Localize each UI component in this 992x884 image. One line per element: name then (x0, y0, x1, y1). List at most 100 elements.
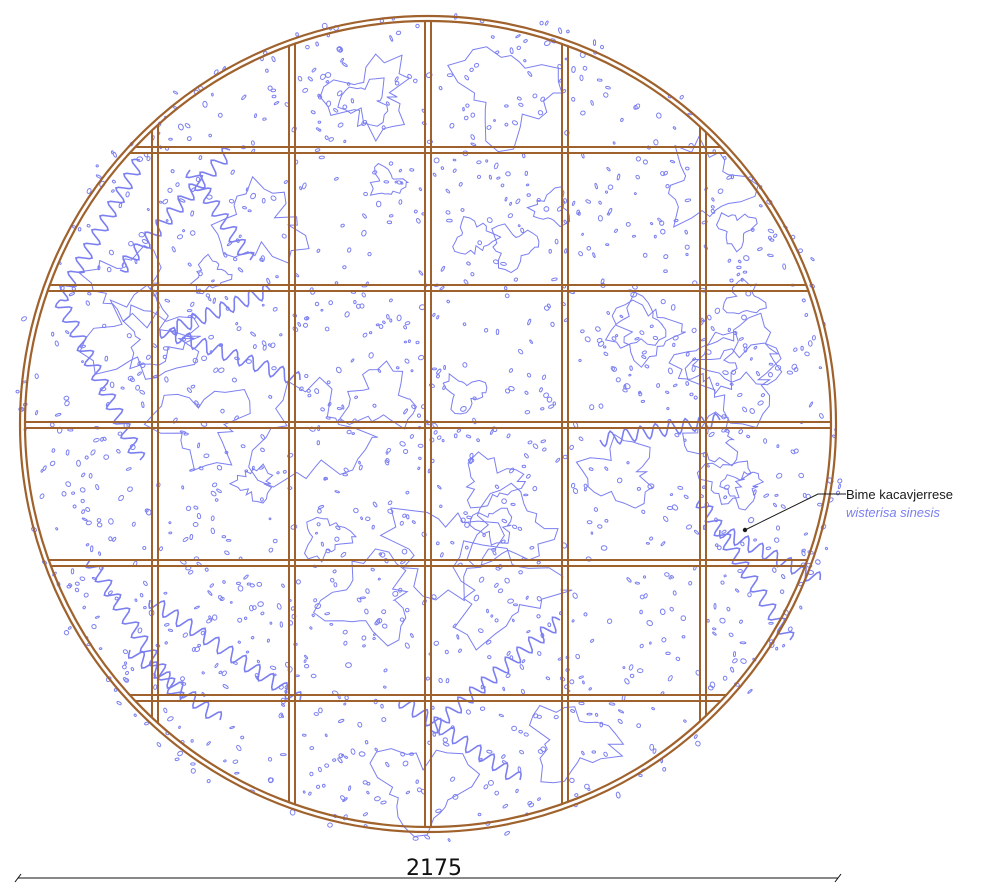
leaf-dot (476, 438, 480, 443)
leaf-dot (667, 367, 673, 375)
leaf-dot (544, 20, 549, 26)
leaf-dot (281, 703, 285, 707)
foliage-outline (143, 388, 251, 471)
leaf-dot (532, 443, 539, 449)
leaf-dot (342, 797, 348, 803)
leaf-dot (473, 62, 480, 68)
leaf-dot (736, 265, 742, 270)
leaf-dot (801, 550, 806, 557)
leaf-dot (590, 100, 594, 106)
leaf-dot (237, 585, 244, 592)
leaf-dot (394, 76, 399, 83)
leaf-dot (532, 486, 538, 492)
foliage-outline (528, 704, 625, 784)
leaf-dot (377, 577, 381, 581)
leaf-dot (578, 675, 584, 679)
leaf-dot (501, 754, 506, 759)
leaf-dot (800, 345, 804, 351)
leaf-dot (517, 224, 521, 228)
leaf-dot (310, 673, 317, 679)
foliage-outline (722, 277, 767, 315)
leaf-dot (238, 234, 242, 239)
leaf-dot (478, 576, 485, 583)
leaf-dot (389, 318, 393, 323)
leaf-dot (595, 326, 601, 332)
leaf-dot (94, 615, 100, 619)
leaf-dot (385, 101, 390, 106)
leaf-dot (266, 638, 270, 643)
leaf-dot (803, 532, 809, 536)
leaf-dot (365, 516, 371, 522)
leaf-dot (677, 485, 684, 490)
leaf-dot (210, 527, 215, 535)
leaf-dot (598, 200, 602, 205)
leaf-dot (617, 718, 623, 724)
leaf-dot (436, 368, 442, 375)
leaf-dot (158, 200, 163, 204)
leaf-dot (67, 428, 74, 432)
leaf-dot (236, 326, 242, 332)
leaf-dot (337, 757, 343, 764)
leaf-dot (662, 515, 669, 522)
leaf-dot (553, 715, 559, 720)
leaf-dot (65, 330, 70, 334)
leaf-dot (290, 524, 298, 530)
leaf-dot (347, 247, 352, 253)
foliage-outline (312, 548, 409, 647)
leaf-dot (518, 729, 523, 734)
leaf-dot (212, 297, 216, 304)
leaf-dot (511, 524, 518, 529)
leaf-dot (661, 637, 667, 643)
leaf-dot (375, 323, 380, 327)
leaf-dot (732, 658, 738, 664)
leaf-dot (579, 74, 584, 82)
leaf-dot (527, 318, 532, 326)
leaf-dot (174, 757, 180, 762)
leaf-dot (209, 583, 214, 588)
leaf-dot (295, 579, 301, 585)
leaf-dot (486, 749, 493, 754)
leaf-dot (837, 483, 842, 490)
foliage-outline (122, 304, 201, 370)
leaf-dot (403, 340, 408, 344)
leaf-dot (707, 314, 712, 321)
leaf-dot (303, 322, 308, 328)
leaf-dot (726, 175, 733, 180)
leaf-dot (340, 57, 344, 63)
leaf-dot (628, 373, 632, 377)
leaf-dot (302, 733, 307, 737)
leaf-dot (741, 314, 747, 321)
leaf-dot (464, 545, 469, 550)
leaf-dot (656, 383, 661, 388)
leaf-dot (232, 759, 239, 764)
leaf-dot (464, 522, 470, 528)
leaf-dot (204, 567, 209, 572)
leaf-dot (635, 156, 642, 162)
leaf-dot (515, 34, 521, 39)
foliage-outline (466, 482, 559, 568)
leaf-dot (103, 454, 110, 460)
leaf-dot (536, 596, 542, 602)
foliage-outline (715, 212, 758, 253)
leaf-dot (642, 252, 648, 258)
leaf-dot (399, 520, 404, 526)
vine-stem (148, 599, 302, 701)
leaf-dot (727, 327, 731, 333)
leaf-dot (521, 659, 526, 664)
leaf-dot (261, 303, 265, 307)
leaf-dot (49, 422, 55, 428)
leaf-dot (143, 580, 148, 587)
leaf-dot (773, 233, 778, 238)
leaf-dot (295, 32, 299, 37)
leaf-dot (318, 707, 323, 714)
leaf-dot (738, 337, 744, 341)
leaf-dot (146, 156, 151, 162)
vine-stem (429, 616, 561, 734)
leaf-dot (15, 389, 20, 394)
leaf-dot (272, 538, 278, 544)
leaf-dot (415, 340, 420, 345)
leaf-dot (86, 223, 91, 228)
leaf-dot (443, 365, 447, 370)
leaf-dot (271, 366, 277, 371)
leaf-dot (437, 484, 442, 490)
